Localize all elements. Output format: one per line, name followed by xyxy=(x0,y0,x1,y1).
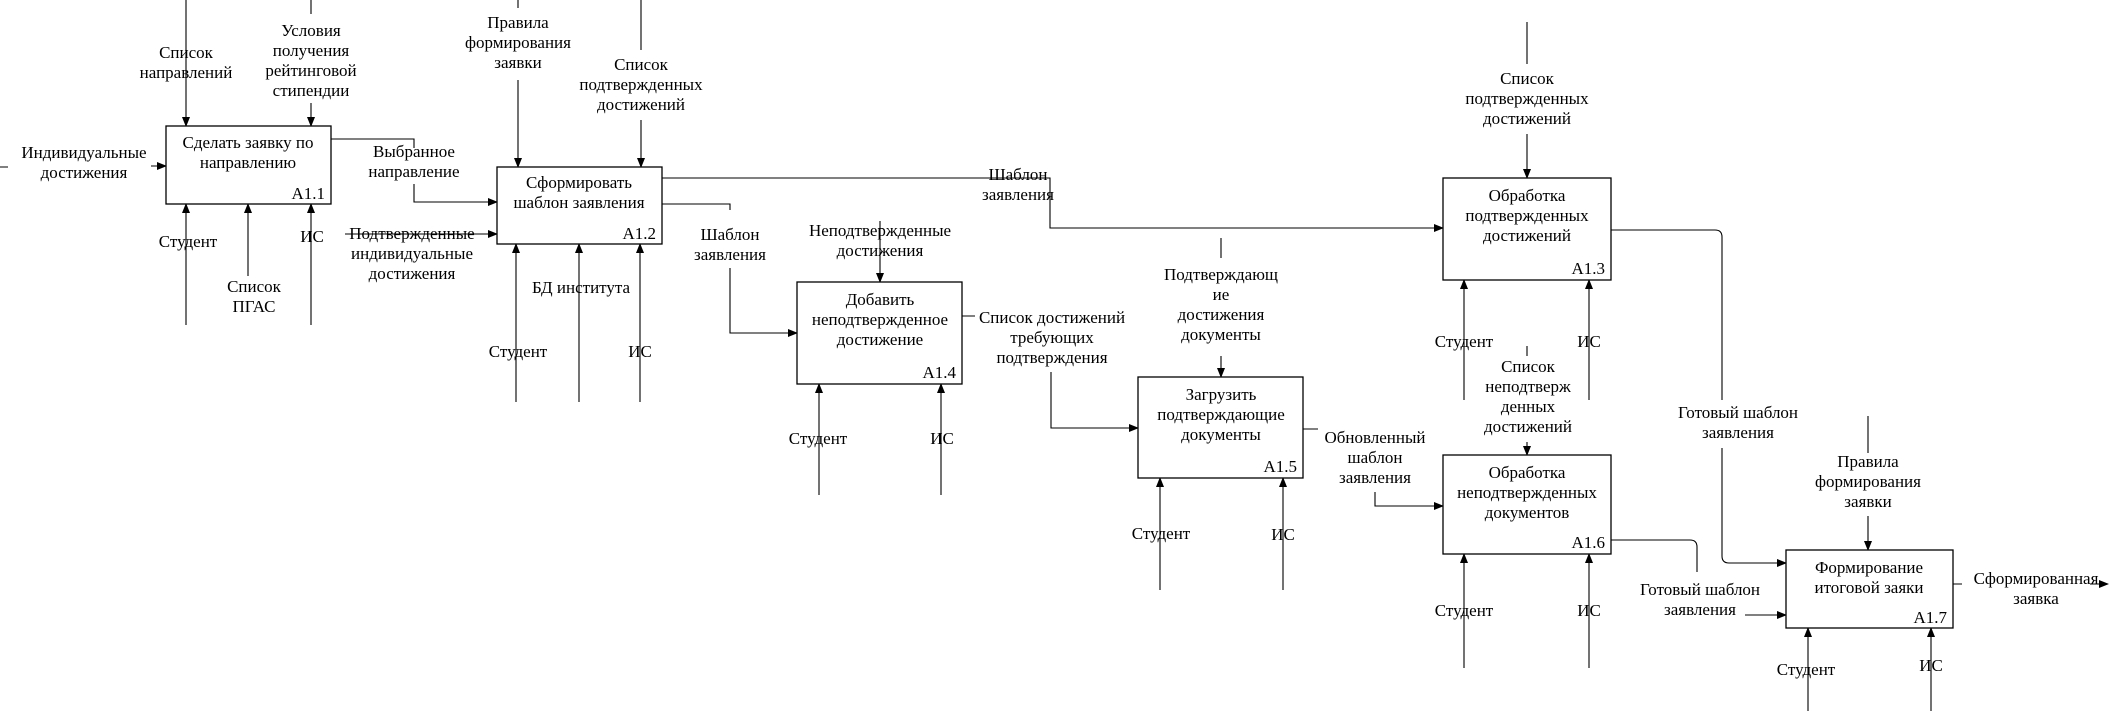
label-is-a16: ИС xyxy=(1577,601,1601,620)
block-a16-code: A1.6 xyxy=(1571,533,1605,552)
label-is-a15: ИС xyxy=(1271,525,1295,544)
label-is-a14: ИС xyxy=(930,429,954,448)
block-a16-frame xyxy=(1442,454,1612,555)
label-student-a15: Студент xyxy=(1132,524,1191,543)
arrow-template-a12-a14 xyxy=(662,203,797,333)
arrow-updated-template xyxy=(1303,428,1443,506)
block-a15-code: A1.5 xyxy=(1263,457,1297,476)
block-a12-frame xyxy=(496,166,663,245)
label-student-a17: Студент xyxy=(1777,660,1836,679)
arrow-individual-achievements xyxy=(0,166,166,167)
block-a14-frame xyxy=(796,281,963,385)
label-is-a12: ИС xyxy=(628,342,652,361)
label-is-a17: ИС xyxy=(1919,656,1943,675)
block-a17-code: A1.7 xyxy=(1913,608,1947,627)
label-is-a13: ИС xyxy=(1577,332,1601,351)
arrow-ready-template-a16 xyxy=(1611,539,1786,615)
block-a11-code: A1.1 xyxy=(291,184,325,203)
block-a17-frame xyxy=(1785,549,1954,629)
label-is-a11: ИС xyxy=(300,227,324,246)
block-a15-frame xyxy=(1137,376,1304,479)
label-student-a11: Студент xyxy=(159,232,218,251)
label-student-a13: Студент xyxy=(1435,332,1494,351)
label-student-a16: Студент xyxy=(1435,601,1494,620)
arrow-template-a12-a13 xyxy=(662,177,1444,232)
arrow-list-requiring-confirmation xyxy=(962,315,1138,428)
label-institute-db: БД института xyxy=(532,278,631,297)
block-a13-code: A1.3 xyxy=(1571,259,1605,278)
label-student-a14: Студент xyxy=(789,429,848,448)
block-a14-code: A1.4 xyxy=(922,363,956,382)
block-a13-frame xyxy=(1442,177,1612,281)
label-student-a12: Студент xyxy=(489,342,548,361)
arrow-ready-template-a13 xyxy=(1611,229,1786,563)
block-a11-frame xyxy=(165,125,332,205)
arrow-chosen-direction xyxy=(331,138,497,202)
block-a12-code: A1.2 xyxy=(622,224,656,243)
